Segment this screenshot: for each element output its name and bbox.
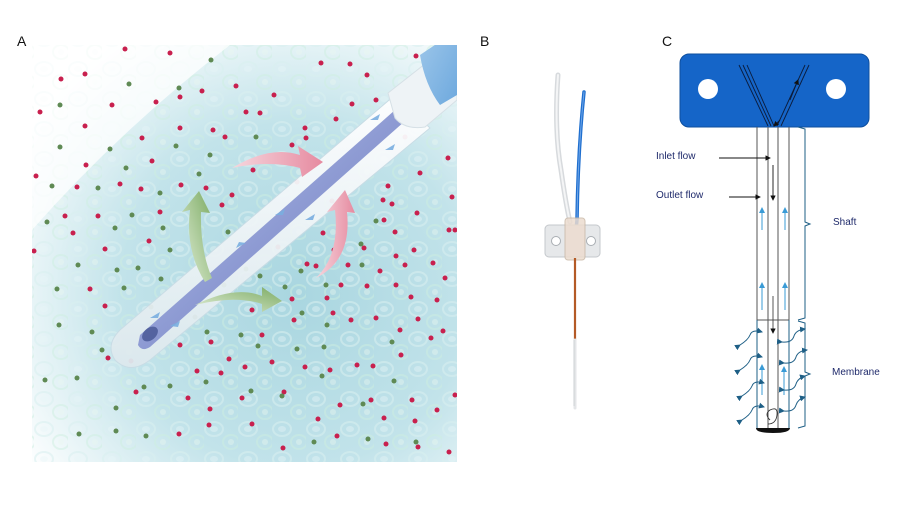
probe-handle (387, 45, 457, 129)
shaft-bracket (797, 126, 812, 321)
membrane-label: Membrane (832, 367, 880, 378)
membrane-bracket (797, 320, 812, 429)
mounting-hole-left (698, 79, 718, 99)
uptake-arrows (232, 146, 355, 278)
probe-head-block (679, 53, 870, 128)
outlet-flow-label: Outlet flow (656, 190, 704, 201)
diffusion-arrows-left (734, 327, 765, 426)
inlet-flow-label: Inlet flow (656, 151, 696, 162)
release-arrows (182, 191, 282, 312)
mounting-hole-right (826, 79, 846, 99)
mounting-block (544, 217, 601, 261)
analyte-dots-red (32, 46, 457, 455)
panel-b-label: B (480, 33, 490, 49)
probe-tip (756, 428, 790, 433)
tissue-background (32, 45, 457, 462)
panel-a-label: A (17, 33, 27, 49)
probe-membrane (110, 94, 431, 368)
shaft-label: Shaft (833, 217, 857, 228)
tip-flow-loop (766, 408, 778, 425)
outlet-flow-arrows (759, 207, 788, 395)
diffusion-arrows-right (776, 326, 808, 414)
panel-c-label: C (662, 33, 673, 49)
